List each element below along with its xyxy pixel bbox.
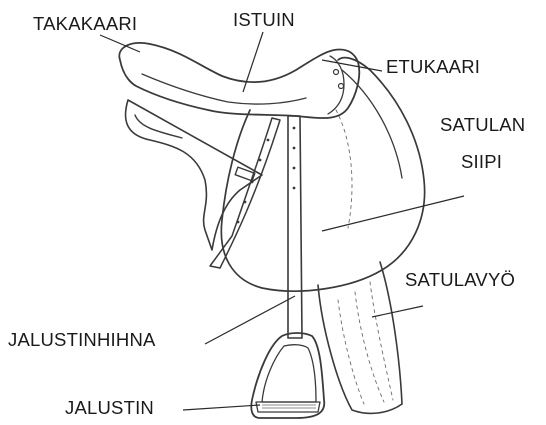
label-takakaari: TAKAKAARI (33, 15, 137, 34)
saddle-panel-illustration (126, 100, 262, 250)
leader-etukaari (322, 60, 382, 71)
label-satulan-siipi-line1: SATULAN (440, 116, 525, 135)
label-jalustin: JALUSTIN (65, 399, 154, 418)
leader-lines (100, 32, 464, 410)
stirrup-leather-illustration (288, 116, 302, 338)
label-istuin: ISTUIN (233, 11, 295, 30)
saddle-seat-illustration (119, 43, 359, 118)
stirrup-keeper-strap-illustration (210, 118, 280, 268)
saddle-flap-illustration (221, 58, 424, 291)
stirrup-iron-illustration (251, 333, 324, 418)
leader-jalustin (183, 405, 260, 410)
leader-satulavyo (372, 306, 423, 317)
label-jalustinhihna: JALUSTINHIHNA (8, 331, 156, 350)
leader-satulan-siipi (322, 196, 464, 231)
label-etukaari: ETUKAARI (386, 58, 480, 77)
girth-illustration (318, 262, 402, 413)
label-satulavyo: SATULAVYÖ (405, 271, 515, 290)
label-satulan-siipi-line2: SIIPI (461, 153, 502, 172)
